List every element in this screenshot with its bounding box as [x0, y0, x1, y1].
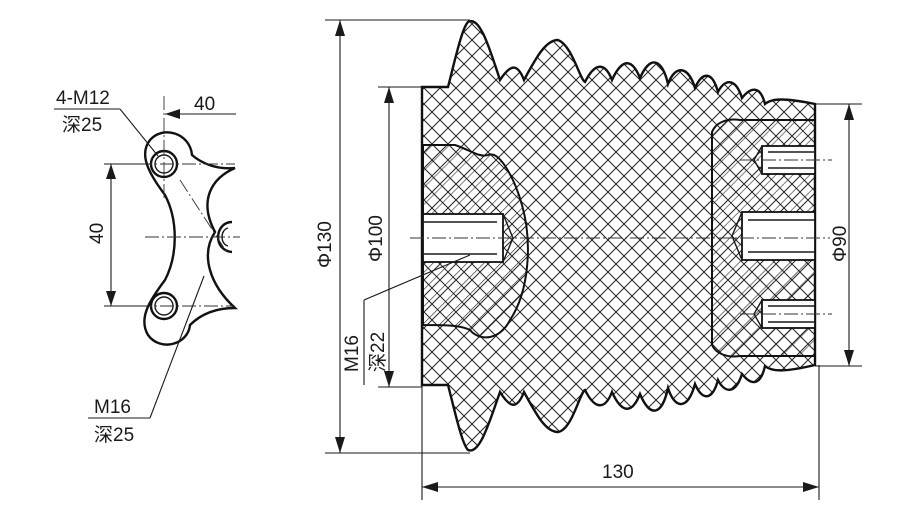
middle-end-thread-hole: [741, 211, 816, 261]
offset-arrow: [165, 109, 180, 119]
end-arrow-top: [844, 104, 854, 120]
end-diameter-label: Φ90: [830, 226, 851, 262]
insulator-section: [410, 19, 832, 452]
bottom-thread-leader: [149, 275, 205, 419]
center-thread-depth-label: 深22: [367, 332, 389, 372]
outer-diameter-label: Φ130: [315, 221, 336, 268]
center-thread-label: M16: [342, 335, 363, 372]
middle-end-thread-tip: [731, 211, 743, 261]
flange-outline: [143, 131, 239, 346]
dimensions: Φ130 Φ100 M16 深22 Φ90 130: [315, 19, 862, 500]
flange-pitch-label: 40: [87, 223, 108, 244]
center-thread-leader: [363, 254, 471, 301]
id-arrow-top: [384, 87, 394, 103]
bottom-thread-label: M16: [94, 397, 131, 418]
length-arrow-right: [803, 482, 819, 492]
pitch-arrow-bottom: [106, 291, 116, 306]
side-bolt-hole: [216, 220, 233, 254]
bottom-thread-depth-label: 深25: [94, 424, 134, 446]
od-arrow-bottom: [335, 437, 345, 453]
flange-thread-label: 4-M12: [56, 88, 110, 109]
length-label: 130: [602, 462, 634, 483]
flange-thread-depth-label: 深25: [62, 114, 102, 136]
id-arrow-bottom: [384, 371, 394, 387]
inner-diameter-label: Φ100: [366, 215, 387, 262]
od-arrow-top: [335, 20, 345, 36]
pitch-arrow-top: [106, 164, 116, 179]
center-thread-tip: [502, 213, 514, 263]
flange-thread-leader: [119, 108, 159, 157]
length-arrow-left: [422, 482, 438, 492]
flange-offset-label: 40: [194, 94, 215, 115]
flange-end-view: 40 40 4-M12 深25 M16 深25: [54, 88, 240, 446]
end-arrow-bottom: [844, 350, 854, 366]
diagonal-construction-line: [179, 179, 229, 255]
